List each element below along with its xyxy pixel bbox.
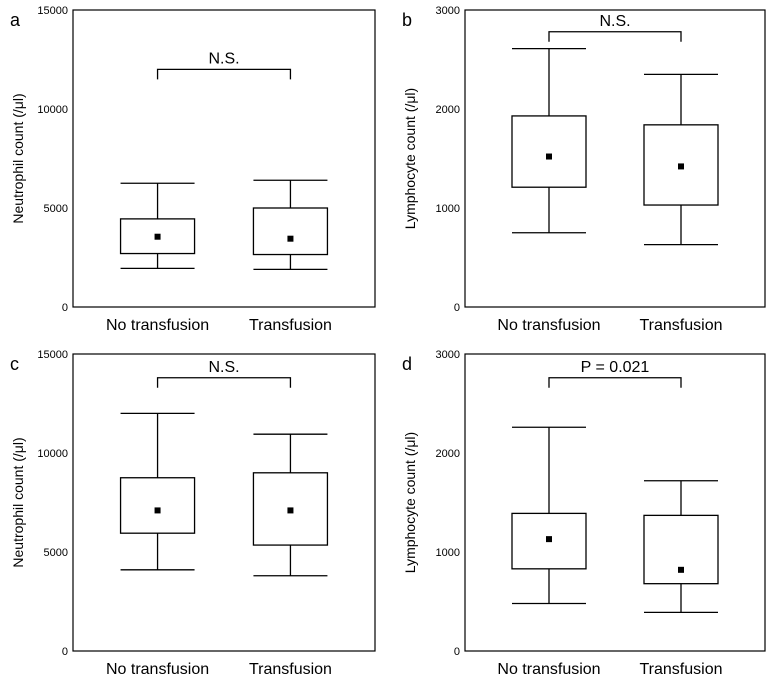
y-axis-title: Neutrophil count (/μl)	[10, 93, 26, 223]
y-tick-label: 15000	[37, 349, 68, 361]
y-tick-label: 0	[62, 302, 68, 314]
y-tick-label: 0	[454, 302, 460, 314]
y-tick-label: 2000	[436, 448, 460, 460]
x-category-label: Transfusion	[640, 317, 723, 334]
mean-marker	[546, 153, 552, 160]
y-tick-label: 10000	[37, 104, 68, 116]
significance-label: N.S.	[208, 359, 239, 376]
iqr-box	[511, 115, 587, 188]
panel-letter: a	[10, 10, 21, 30]
y-tick-label: 1000	[436, 203, 460, 215]
y-axis-title: Lymphocyte count (/μl)	[402, 432, 418, 573]
significance-bracket	[548, 377, 682, 388]
panel-letter: b	[402, 10, 412, 30]
plot-frame	[464, 353, 766, 652]
y-tick-label: 2000	[436, 104, 460, 116]
significance-bracket	[156, 377, 292, 388]
iqr-box	[252, 207, 329, 256]
y-tick-label: 0	[454, 646, 460, 658]
mean-marker	[546, 536, 552, 543]
x-category-label: No transfusion	[497, 661, 600, 678]
plot-frame	[72, 353, 376, 652]
mean-marker	[154, 233, 161, 240]
x-category-label: No transfusion	[106, 661, 209, 678]
mean-marker	[287, 235, 294, 242]
mean-marker	[678, 163, 684, 170]
x-category-label: No transfusion	[497, 317, 600, 334]
mean-marker	[287, 507, 294, 514]
significance-label: N.S.	[599, 13, 630, 30]
y-tick-label: 10000	[37, 448, 68, 460]
x-category-label: No transfusion	[106, 317, 209, 334]
y-axis-title: Lymphocyte count (/μl)	[402, 88, 418, 229]
mean-marker	[678, 566, 684, 573]
y-tick-label: 5000	[44, 203, 68, 215]
iqr-box	[119, 477, 196, 534]
panel-letter: d	[402, 354, 412, 374]
y-tick-label: 0	[62, 646, 68, 658]
significance-label: N.S.	[208, 50, 239, 67]
y-tick-label: 3000	[436, 349, 460, 361]
plot-frame	[72, 9, 376, 308]
significance-bracket	[548, 31, 682, 42]
y-tick-label: 15000	[37, 5, 68, 17]
plot-frame	[464, 9, 766, 308]
y-tick-label: 3000	[436, 5, 460, 17]
y-axis-title: Neutrophil count (/μl)	[10, 437, 26, 567]
mean-marker	[154, 507, 161, 514]
iqr-box	[643, 514, 719, 585]
y-tick-label: 1000	[436, 547, 460, 559]
x-category-label: Transfusion	[249, 317, 332, 334]
significance-bracket	[156, 68, 292, 80]
panel-letter: c	[10, 354, 19, 374]
significance-label: P = 0.021	[581, 359, 650, 376]
x-category-label: Transfusion	[249, 661, 332, 678]
y-tick-label: 5000	[44, 547, 68, 559]
x-category-label: Transfusion	[640, 661, 723, 678]
